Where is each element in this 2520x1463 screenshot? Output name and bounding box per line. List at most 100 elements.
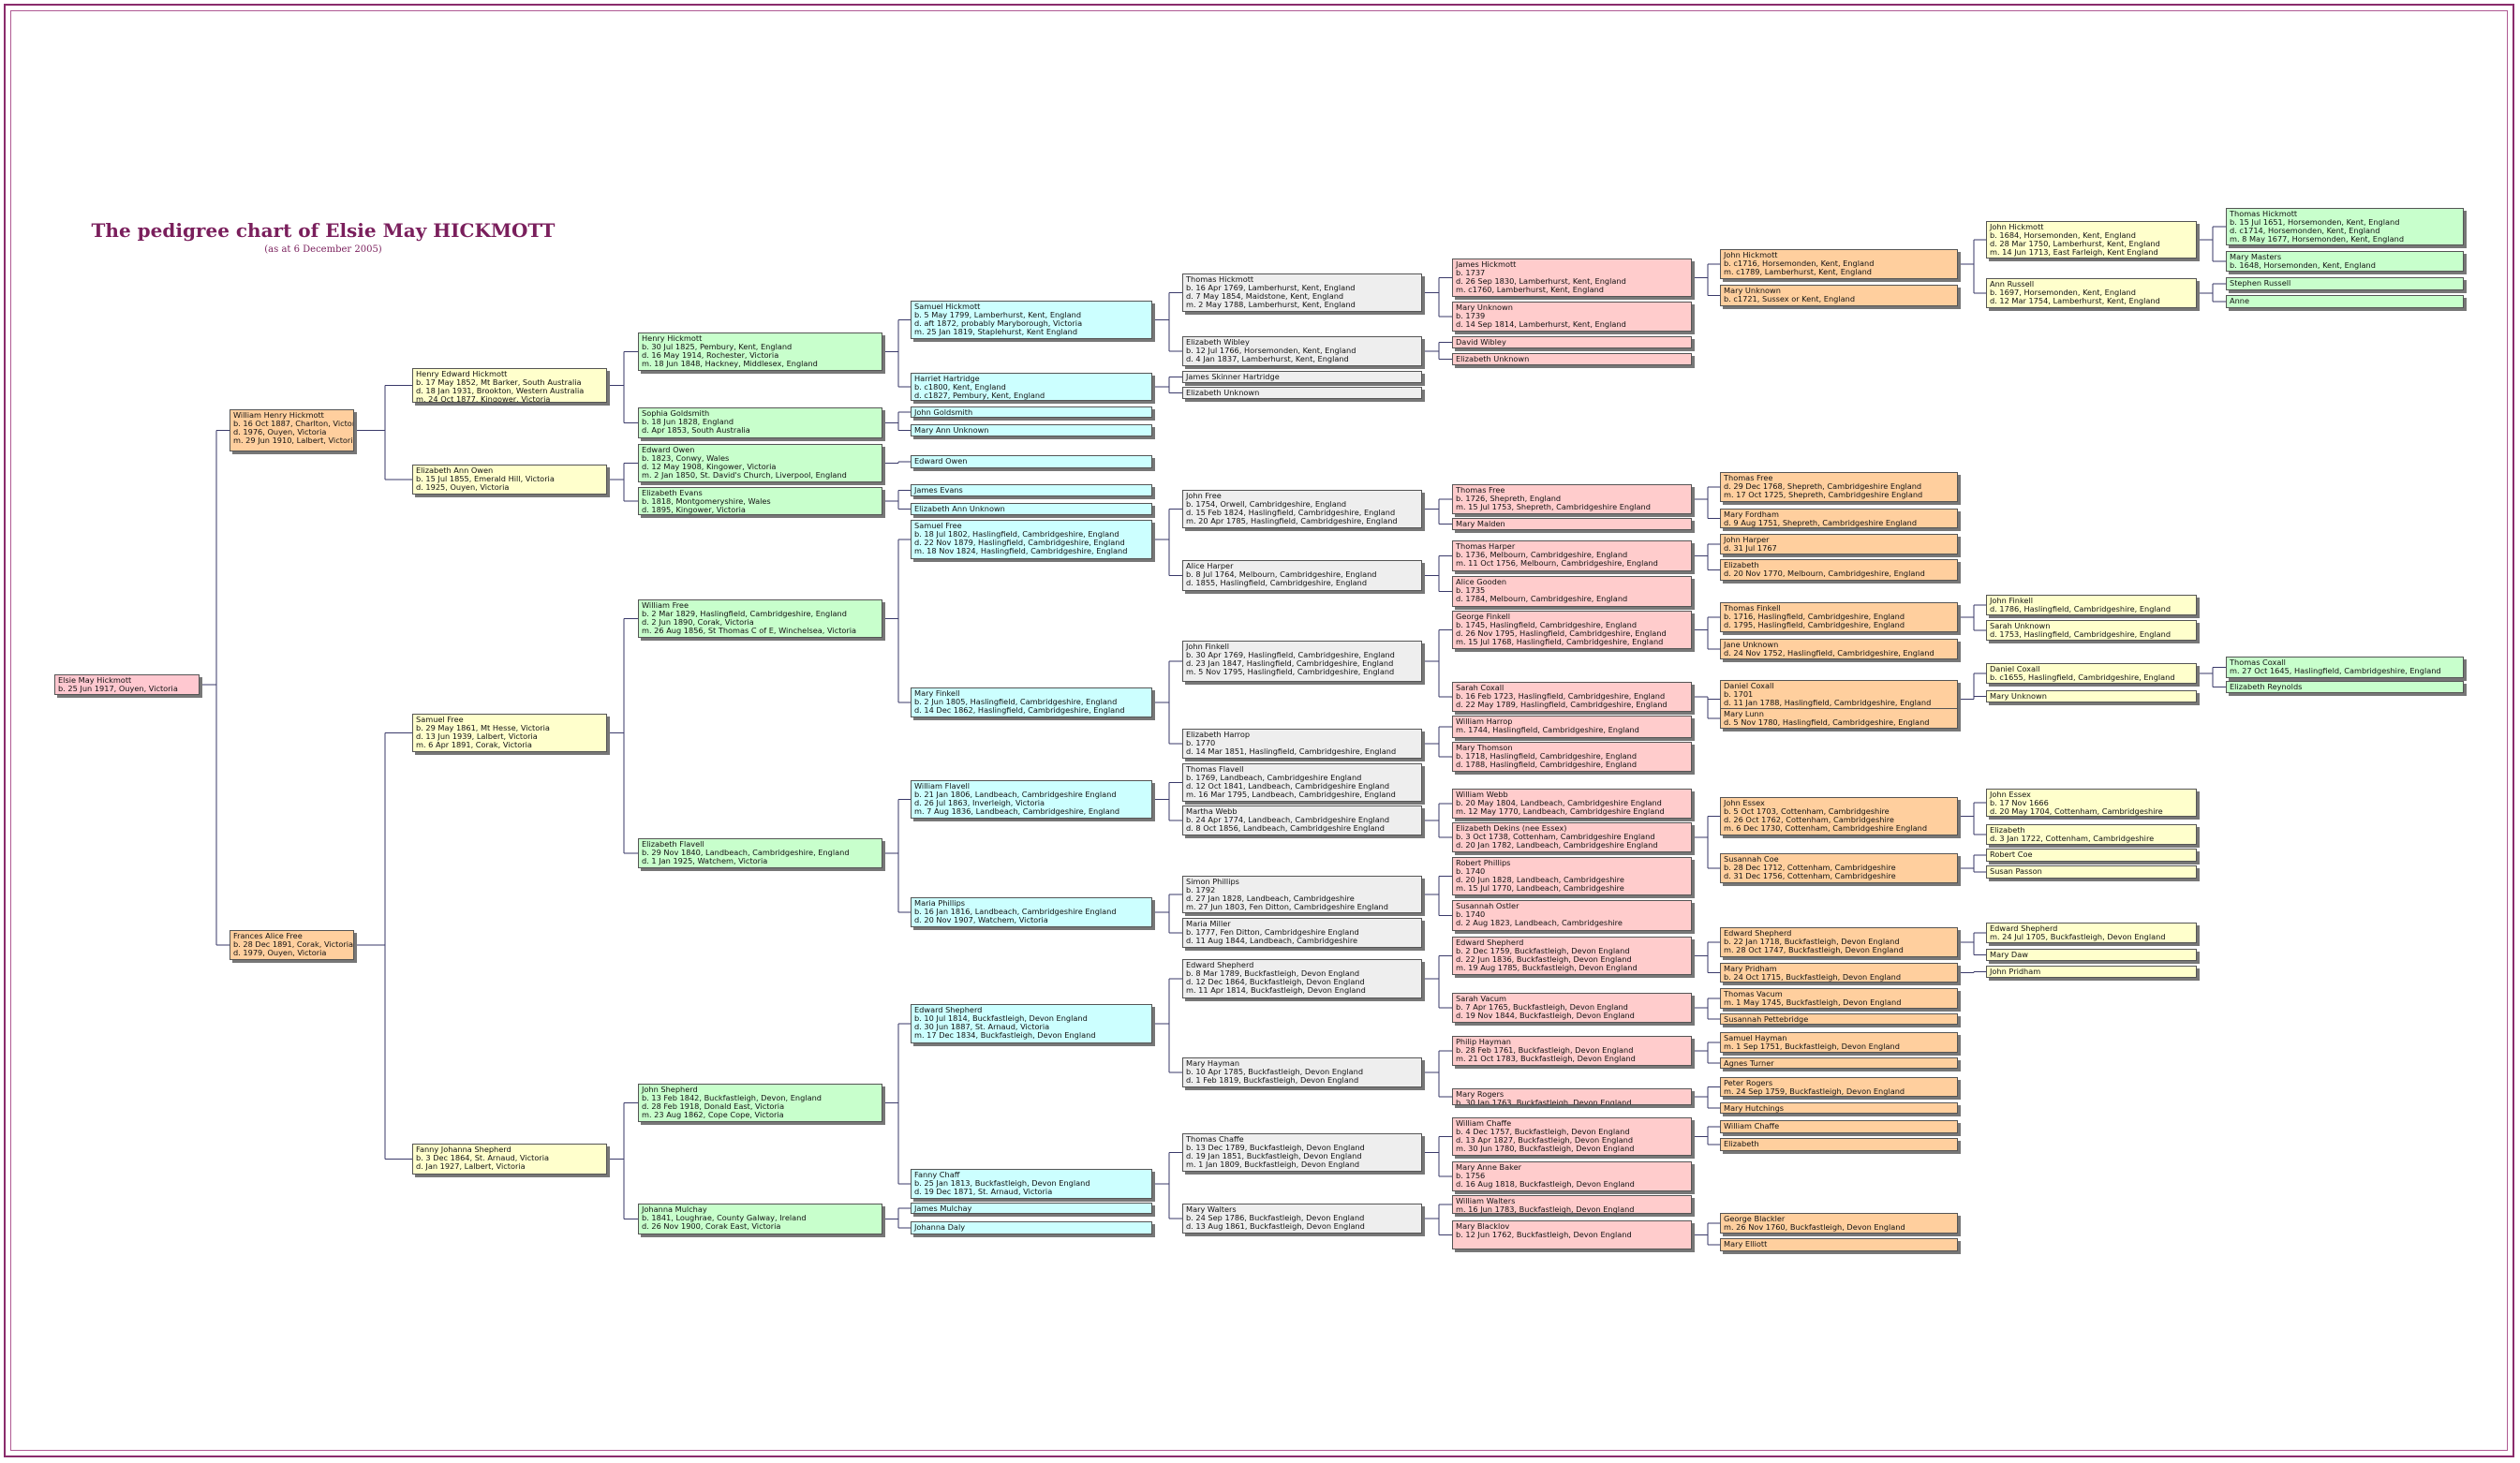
person-detail: m. 16 Mar 1795, Landbeach, Cambridgeshir… xyxy=(1186,790,1396,799)
person-detail: m. 24 Oct 1877, Kingower, Victoria xyxy=(416,394,551,403)
person-name: Susannah Coe xyxy=(1724,854,1779,864)
person-detail: m. 15 Jul 1768, Haslingfield, Cambridges… xyxy=(1456,637,1664,646)
person-name: Johanna Mulchay xyxy=(642,1204,707,1214)
person-detail: b. 13 Dec 1789, Buckfastleigh, Devon Eng… xyxy=(1186,1143,1365,1152)
person-detail: b. 15 Jul 1651, Horsemonden, Kent, Engla… xyxy=(2230,217,2400,227)
person-name: William Webb xyxy=(1456,790,1508,799)
person-name: Susan Passon xyxy=(1990,866,2042,876)
person-name: William Flavell xyxy=(914,781,971,791)
person-name: Susannah Ostler xyxy=(1456,901,1519,910)
person-detail: b. 18 Jun 1828, England xyxy=(642,417,734,426)
person-detail: b. 24 Apr 1774, Landbeach, Cambridgeshir… xyxy=(1186,815,1390,824)
person-name: John Hickmott xyxy=(1724,250,1778,259)
person-detail: b. 1735 xyxy=(1456,585,1486,595)
person-detail: b. 2 Mar 1829, Haslingfield, Cambridgesh… xyxy=(642,609,847,618)
person-name: Mary Unknown xyxy=(1990,691,2047,701)
person-detail: m. 15 Jul 1770, Landbeach, Cambridgeshir… xyxy=(1456,883,1624,893)
person-detail: d. 28 Feb 1918, Donald East, Victoria xyxy=(642,1101,785,1111)
person-detail: b. 30 Jan 1763, Buckfastleigh, Devon Eng… xyxy=(1456,1098,1632,1105)
person-detail: d. 8 Oct 1856, Landbeach, Cambridgeshire… xyxy=(1186,823,1385,833)
person-detail: d. 14 Sep 1814, Lamberhurst, Kent, Engla… xyxy=(1456,319,1626,329)
person-detail: b. 1648, Horsemonden, Kent, England xyxy=(2230,260,2376,270)
person-name: Mary Unknown xyxy=(1724,286,1781,295)
person-detail: d. 12 Dec 1864, Buckfastleigh, Devon Eng… xyxy=(1186,977,1365,986)
person-detail: d. 26 Sep 1830, Lamberhurst, Kent, Engla… xyxy=(1456,276,1626,286)
person-detail: b. 8 Mar 1789, Buckfastleigh, Devon Engl… xyxy=(1186,968,1360,978)
person-name: Susannah Pettebridge xyxy=(1724,1014,1809,1024)
person-detail: d. 28 Mar 1750, Lamberhurst, Kent, Engla… xyxy=(1990,239,2160,248)
person-name: Elizabeth Dekins (nee Essex) xyxy=(1456,823,1567,833)
person-detail: b. 1792 xyxy=(1186,885,1216,894)
person-detail: b. 17 May 1852, Mt Barker, South Austral… xyxy=(416,377,582,387)
person-detail: d. 1786, Haslingfield, Cambridgeshire, E… xyxy=(1990,604,2172,613)
person-detail: m. 26 Nov 1760, Buckfastleigh, Devon Eng… xyxy=(1724,1222,1905,1232)
person-detail: b. 16 Oct 1887, Charlton, Victoria xyxy=(233,419,354,428)
person-name: Mary Malden xyxy=(1456,519,1505,528)
person-name: William Harrop xyxy=(1456,717,1513,726)
person-detail: d. 27 Jan 1828, Landbeach, Cambridgeshir… xyxy=(1186,894,1355,903)
person-detail: d. 16 Aug 1818, Buckfastleigh, Devon Eng… xyxy=(1456,1179,1635,1189)
person-detail: m. 27 Oct 1645, Haslingfield, Cambridges… xyxy=(2230,666,2441,675)
person-name: Thomas Harper xyxy=(1456,541,1516,551)
person-name: Thomas Coxall xyxy=(2230,658,2286,667)
person-name: Mary Thomson xyxy=(1456,743,1513,752)
person-box-p232: William Chaffe xyxy=(1720,1120,1958,1133)
person-detail: m. c1789, Lamberhurst, Kent, England xyxy=(1724,267,1873,276)
person-name: Thomas Hickmott xyxy=(1186,274,1254,284)
person-name: Mary Hayman xyxy=(1186,1058,1240,1068)
outer-frame-border xyxy=(4,4,2514,1457)
person-detail: d. 1 Feb 1819, Buckfastleigh, Devon Engl… xyxy=(1186,1075,1359,1085)
person-name: William Walters xyxy=(1456,1196,1516,1205)
person-detail: d. 29 Dec 1768, Shepreth, Cambridgeshire… xyxy=(1724,481,1922,491)
person-detail: m. 20 Apr 1785, Haslingfield, Cambridges… xyxy=(1186,516,1398,525)
person-detail: b. 21 Jan 1806, Landbeach, Cambridgeshir… xyxy=(914,790,1117,799)
person-name: Edward Shepherd xyxy=(1186,960,1254,969)
person-detail: b. 7 Apr 1765, Buckfastleigh, Devon Engl… xyxy=(1456,1002,1628,1012)
person-detail: b. 3 Oct 1738, Cottenham, Cambridgeshire… xyxy=(1456,832,1655,841)
person-name: Alice Gooden xyxy=(1456,577,1507,586)
person-box-p66: David Wibley xyxy=(1452,336,1692,348)
person-detail: d. c1827, Pembury, Kent, England xyxy=(914,391,1045,400)
person-detail: m. 6 Apr 1891, Corak, Victoria xyxy=(416,740,532,749)
person-detail: d. 12 May 1908, Kingower, Victoria xyxy=(642,462,777,471)
person-detail: b. 28 Feb 1761, Buckfastleigh, Devon Eng… xyxy=(1456,1045,1634,1055)
person-detail: d. 1 Jan 1925, Watchem, Victoria xyxy=(642,856,768,865)
person-detail: m. 6 Dec 1730, Cottenham, Cambridgeshire… xyxy=(1724,823,1928,833)
person-detail: b. 1726, Shepreth, England xyxy=(1456,494,1562,503)
person-detail: d. 20 Nov 1907, Watchem, Victoria xyxy=(914,915,1048,924)
person-detail: b. 16 Feb 1723, Haslingfield, Cambridges… xyxy=(1456,691,1666,701)
person-name: Samuel Free xyxy=(914,521,962,530)
person-name: Mary Masters xyxy=(2230,252,2282,261)
person-detail: m. 30 Jun 1780, Buckfastleigh, Devon Eng… xyxy=(1456,1144,1635,1153)
person-detail: b. 5 Oct 1703, Cottenham, Cambridgeshire xyxy=(1724,806,1890,816)
person-detail: b. 1740 xyxy=(1456,909,1486,919)
person-detail: b. 15 Jul 1855, Emerald Hill, Victoria xyxy=(416,474,555,483)
person-box-p19: Mary Ann Unknown xyxy=(911,424,1152,436)
person-name: Edward Owen xyxy=(642,445,695,454)
person-detail: d. 1979, Ouyen, Victoria xyxy=(233,948,327,957)
person-name: Edward Shepherd xyxy=(1724,928,1792,938)
person-detail: b. 1718, Haslingfield, Cambridgeshire, E… xyxy=(1456,751,1638,761)
